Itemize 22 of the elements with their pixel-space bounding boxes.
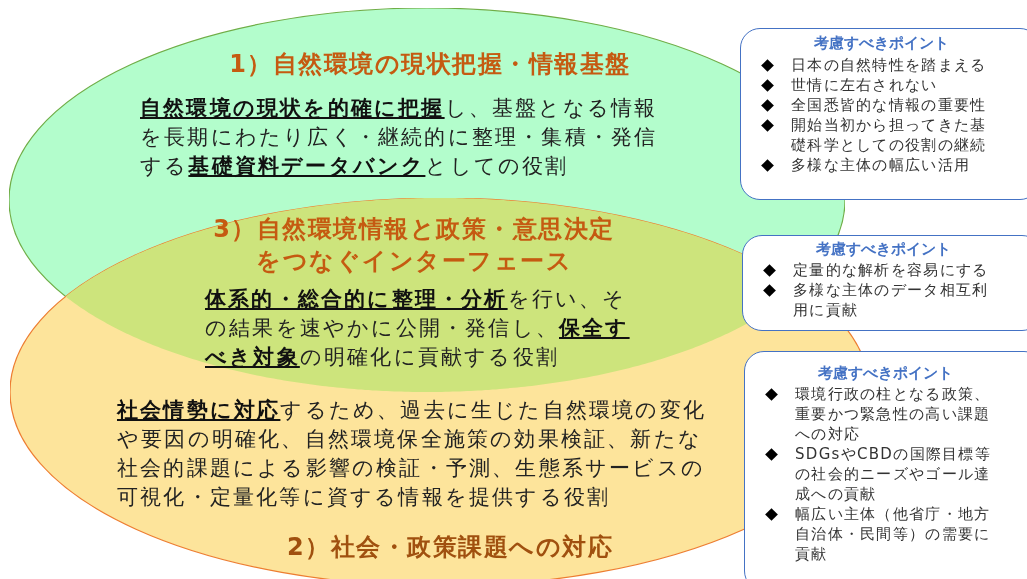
heading: 1）自然環境の現状把握・情報基盤: [228, 49, 632, 80]
bullet-text: 世情に左右されない: [791, 75, 939, 95]
bullet-text: 定量的な解析を容易にする: [793, 260, 990, 280]
bullet-text: 幅広い主体（他省庁・地方自治体・民間等）の需要に貢献: [795, 504, 992, 564]
description: 体系的・総合的に整理・分析を行い、その結果を速やかに公開・発信し、保全すべき対象の明確化に貢献する役割: [205, 286, 631, 371]
bullet-text: 開始当初から担ってきた基礎科学としての役割の継続: [791, 115, 988, 155]
bullet-text: 多様な主体の幅広い活用: [791, 155, 972, 175]
bullet-text: 全国悉皆的な情報の重要性: [791, 95, 988, 115]
heading: 2）社会・政策課題への対応: [285, 532, 615, 563]
heading: 考慮すべきポイント: [816, 364, 954, 383]
bullet-text: 日本の自然特性を踏まえる: [791, 55, 988, 75]
callout-box: [742, 235, 1027, 331]
bullet-text: 環境行政の柱となる政策、重要かつ緊急性の高い課題への対応: [795, 384, 992, 444]
heading: 考慮すべきポイント: [812, 34, 950, 53]
bullet-text: SDGsやCBDの国際目標等の社会的ニーズやゴール達成への貢献: [795, 444, 993, 504]
description: 社会情勢に対応するため、過去に生じた自然環境の変化や要因の明確化、自然環境保全施策の効果検証、新たな社会的課題による影響の検証・予測、生態系サービスの可視化・定量化等に資する情報を提供する役割: [117, 397, 707, 511]
heading: 3）自然環境情報と政策・意思決定をつなぐインターフェース: [212, 214, 616, 277]
callout-box: [740, 28, 1027, 200]
callout-box: [744, 351, 1027, 579]
description: 自然環境の現状を的確に把握し、基盤となる情報を長期にわたり広く・継続的に整理・集積・発信する基礎資料データバンクとしての役割: [140, 95, 659, 180]
heading: 考慮すべきポイント: [814, 240, 952, 259]
bullet-text: 多様な主体のデータ相互利用に貢献: [793, 280, 990, 320]
